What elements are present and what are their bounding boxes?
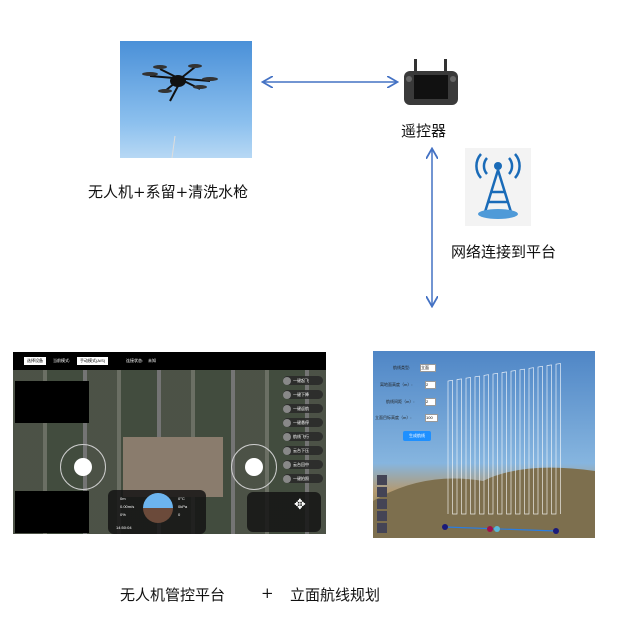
gimbal-control-pad[interactable]: ✥	[247, 492, 321, 532]
side-button[interactable]: 航线飞行	[283, 432, 323, 441]
target-height-input[interactable]: 100	[425, 414, 438, 422]
side-button[interactable]: 一键悬停	[283, 418, 323, 427]
map-tool-icon[interactable]	[377, 475, 387, 485]
area-tool-icon[interactable]	[377, 499, 387, 509]
top-bar: 选择设备 当前模式: 手动模式(A/S) 连接状态: 未知	[13, 352, 326, 370]
tool-buttons	[377, 475, 387, 533]
measure-tool-icon[interactable]	[377, 511, 387, 521]
route-caption: 立面航线规划	[290, 586, 381, 604]
waypoint	[487, 526, 493, 532]
route-type-label: 航线类型:	[393, 365, 411, 370]
temperature-value: 0°C	[178, 496, 185, 501]
side-button[interactable]: 一键返航	[283, 404, 323, 413]
drone-icon	[142, 64, 218, 159]
network-tower-icon	[465, 148, 531, 226]
drone-photo	[120, 41, 252, 159]
network-caption: 网络连接到平台	[451, 243, 557, 261]
facade-flight-path	[447, 363, 561, 515]
connection-status: 未知	[148, 358, 156, 363]
side-button[interactable]: 云台回中	[283, 460, 323, 469]
ground-height-label: 离地面高度（m）:	[380, 382, 413, 387]
spacing-label: 航线间距（m）:	[386, 399, 415, 404]
pressure-value: 0kPa	[178, 504, 188, 509]
satellite-value: 0	[178, 512, 181, 517]
video-feed-top	[15, 381, 89, 423]
telemetry-panel: 0m 0.00m/s 0% 14:50:04 0°C 0kPa 0	[108, 490, 206, 534]
select-device-button[interactable]: 选择设备	[24, 357, 46, 365]
remote-controller-icon	[404, 59, 458, 105]
side-button[interactable]: 一键拍照	[283, 474, 323, 483]
ground-height-input[interactable]: 2	[425, 381, 436, 389]
side-button[interactable]: 云台下压	[283, 446, 323, 455]
route-type-select[interactable]: 立面	[420, 364, 436, 372]
route-lines	[373, 363, 595, 538]
remote-caption: 遥控器	[401, 122, 447, 140]
side-button[interactable]: 一键起飞	[283, 376, 323, 385]
platform-caption: 无人机管控平台	[120, 586, 226, 604]
direction-pad-icon: ✥	[294, 497, 306, 513]
attitude-indicator	[143, 493, 173, 523]
layer-tool-icon[interactable]	[377, 487, 387, 497]
waypoint	[442, 524, 448, 530]
right-joystick[interactable]	[231, 444, 277, 490]
video-feed-bottom	[15, 491, 89, 533]
facade-route-planning-screenshot: 航线类型: 立面 离地面高度（m）: 2 航线间距（m）: 2 立面目标高度（m…	[373, 351, 595, 538]
side-button[interactable]: 一键下降	[283, 390, 323, 399]
time-value: 14:50:04	[116, 525, 132, 530]
drone-control-platform-screenshot: 选择设备 当前模式: 手动模式(A/S) 连接状态: 未知 一键起飞 一键下降 …	[13, 352, 326, 534]
side-buttons: 一键起飞 一键下降 一键返航 一键悬停 航线飞行 云台下压 云台回中 一键拍照	[283, 376, 323, 483]
mode-label: 当前模式:	[53, 358, 71, 363]
height-value: 0m	[120, 496, 126, 501]
drone-caption: 无人机+系留+清洗水枪	[88, 183, 249, 201]
home-tool-icon[interactable]	[377, 523, 387, 533]
connection-label: 连接状态:	[126, 358, 144, 363]
battery-value: 0%	[120, 512, 126, 517]
speed-value: 0.00m/s	[120, 504, 135, 509]
mode-select[interactable]: 手动模式(A/S)	[77, 357, 109, 365]
left-joystick[interactable]	[60, 444, 106, 490]
plus-sign: +	[261, 584, 274, 602]
waypoint	[494, 526, 500, 532]
waypoint	[553, 528, 559, 534]
spacing-input[interactable]: 2	[425, 398, 436, 406]
generate-route-button[interactable]: 生成航线	[403, 431, 431, 441]
target-height-label: 立面目标高度（m）:	[375, 415, 412, 420]
